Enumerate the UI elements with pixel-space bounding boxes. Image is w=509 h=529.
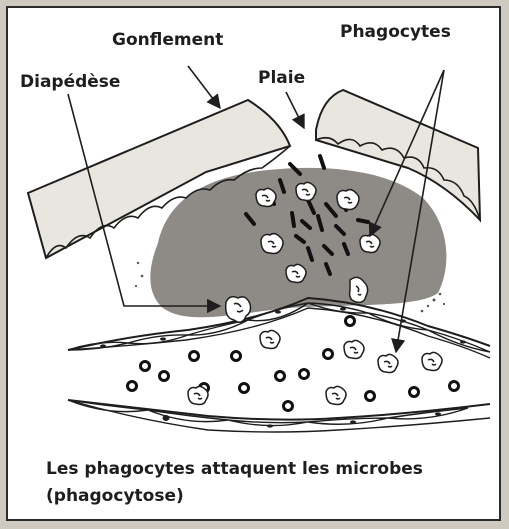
- caption-line-1: Les phagocytes attaquent les microbes: [46, 456, 486, 483]
- arrow-wound: [286, 92, 304, 128]
- vessel-lower-wall-outer: [68, 400, 490, 432]
- caption-line-2: (phagocytose): [46, 483, 486, 510]
- vessel-upper-wall-outer: [68, 308, 490, 358]
- caption: Les phagocytes attaquent les microbes (p…: [46, 456, 486, 510]
- arrow-swelling: [188, 66, 220, 108]
- label-phagocytes: Phagocytes: [340, 22, 451, 42]
- label-diapedesis: Diapédèse: [20, 72, 120, 92]
- label-wound: Plaie: [258, 68, 305, 88]
- label-swelling: Gonflement: [112, 30, 223, 50]
- diagram-frame: Gonflement Plaie Phagocytes Diapédèse Le…: [6, 6, 501, 521]
